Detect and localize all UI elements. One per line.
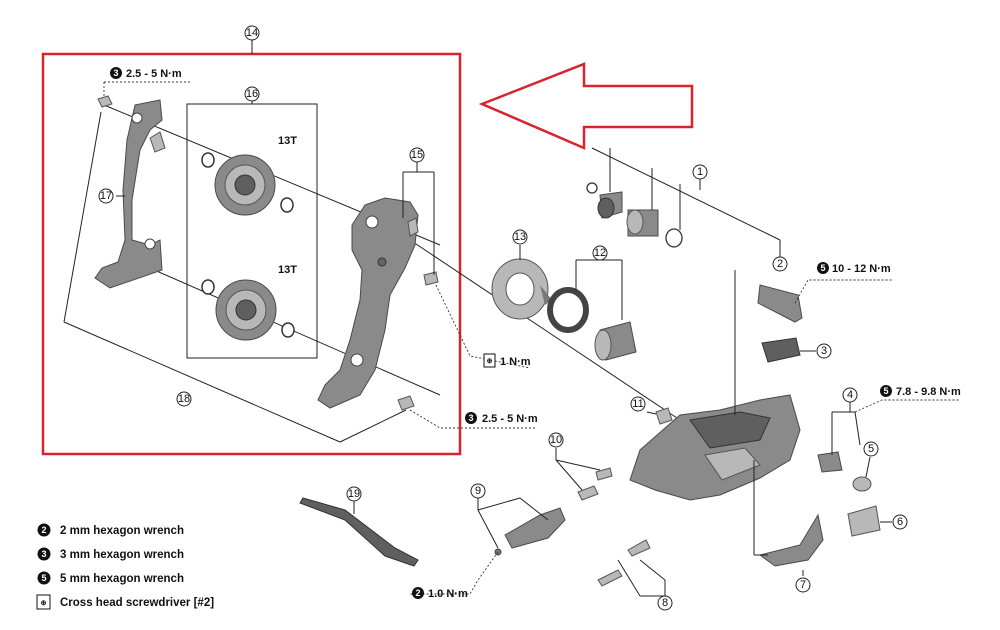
callout-14 bbox=[244, 25, 260, 41]
callout-11-text: 11 bbox=[632, 398, 643, 410]
torque-top-bolt-value: 2.5 - 5 N·m bbox=[126, 68, 182, 80]
torque-guide-tool: 2 bbox=[415, 588, 420, 598]
torque-bottom-bolt-tool: 3 bbox=[468, 413, 473, 423]
part-6 bbox=[847, 505, 881, 537]
callout-3 bbox=[816, 343, 832, 359]
torque-axle-bolt: 5 10 - 12 N·m bbox=[817, 262, 891, 275]
part-2 bbox=[757, 284, 803, 323]
callout-16 bbox=[244, 86, 260, 102]
legend-3-tool: ⊕ bbox=[41, 600, 47, 607]
callout-13-text: 13 bbox=[514, 231, 526, 243]
legend-3-text: Cross head screwdriver [#2] bbox=[60, 597, 214, 609]
callout-19-text: 19 bbox=[348, 488, 360, 500]
torque-adjust-tool: 5 bbox=[883, 386, 888, 396]
callouts bbox=[98, 25, 908, 611]
callout-4-text: 4 bbox=[847, 389, 853, 401]
callout-5-text: 5 bbox=[868, 443, 874, 455]
torque-adjust: 5 7.8 - 9.8 N·m bbox=[880, 385, 961, 398]
part-7 bbox=[758, 513, 824, 567]
part-9 bbox=[504, 507, 566, 549]
outer-cage-plate bbox=[94, 99, 163, 289]
callout-numbers: 14 16 17 18 15 13 12 1 2 3 4 5 6 7 8 9 1… bbox=[100, 27, 903, 609]
callout-6-text: 6 bbox=[897, 516, 903, 528]
torque-bottom-bolt-value: 2.5 - 5 N·m bbox=[482, 413, 538, 425]
callout-18 bbox=[176, 391, 192, 407]
part-5 bbox=[852, 476, 872, 492]
callout-11 bbox=[630, 396, 646, 412]
torque-guide: 2 1.0 N·m bbox=[412, 587, 468, 600]
callout-4 bbox=[842, 387, 858, 403]
part-19 bbox=[299, 497, 419, 567]
torque-axle-bolt-value: 10 - 12 N·m bbox=[832, 263, 891, 275]
callout-3-text: 3 bbox=[821, 345, 827, 357]
callout-12-text: 12 bbox=[594, 247, 606, 259]
torque-adjust-value: 7.8 - 9.8 N·m bbox=[896, 386, 961, 398]
callout-5 bbox=[863, 441, 879, 457]
torque-guide-value: 1.0 N·m bbox=[428, 588, 468, 600]
part-3 bbox=[761, 337, 801, 363]
callout-8-text: 8 bbox=[662, 597, 668, 609]
callout-13 bbox=[512, 229, 528, 245]
lower-pulley-teeth-label: 13T bbox=[278, 264, 297, 276]
callout-19 bbox=[346, 486, 362, 502]
part-12 bbox=[547, 287, 637, 361]
legend-0-tool: 2 bbox=[41, 525, 46, 535]
torque-top-bolt: 3 2.5 - 5 N·m bbox=[103, 67, 190, 96]
tool-legend: 2 2 mm hexagon wrench 3 3 mm hexagon wre… bbox=[36, 523, 214, 610]
part-1 bbox=[586, 182, 683, 248]
callout-1 bbox=[692, 164, 708, 180]
callout-14-text: 14 bbox=[246, 27, 258, 39]
callout-6 bbox=[892, 514, 908, 530]
torque-stopper: ⊕ 1 N·m bbox=[483, 353, 531, 368]
callout-17 bbox=[98, 188, 114, 204]
callout-16-text: 16 bbox=[246, 88, 258, 100]
torque-bottom-bolt: 3 2.5 - 5 N·m bbox=[465, 412, 538, 425]
part-10 bbox=[577, 467, 613, 501]
callout-10-text: 10 bbox=[550, 434, 562, 446]
callout-10 bbox=[548, 432, 564, 448]
torque-stopper-value: 1 N·m bbox=[500, 356, 531, 368]
part-11 bbox=[655, 407, 673, 425]
callout-7 bbox=[795, 577, 811, 593]
part-4 bbox=[817, 451, 843, 473]
upper-pulley-teeth-label: 13T bbox=[278, 135, 297, 147]
legend-0-text: 2 mm hexagon wrench bbox=[60, 525, 184, 537]
callout-9-text: 9 bbox=[475, 485, 481, 497]
torque-axle-bolt-tool: 5 bbox=[820, 263, 825, 273]
part-13 bbox=[491, 258, 552, 320]
legend-1-text: 3 mm hexagon wrench bbox=[60, 549, 184, 561]
inner-cage-plate bbox=[317, 197, 419, 409]
callout-15-text: 15 bbox=[411, 149, 423, 161]
legend-2-text: 5 mm hexagon wrench bbox=[60, 573, 184, 585]
callout-1-text: 1 bbox=[697, 166, 703, 178]
callout-18-text: 18 bbox=[178, 393, 190, 405]
callout-15 bbox=[409, 147, 425, 163]
lower-pulley bbox=[215, 279, 277, 341]
callout-2-text: 2 bbox=[777, 258, 783, 270]
callout-7-text: 7 bbox=[800, 579, 806, 591]
legend-2-tool: 5 bbox=[41, 573, 46, 583]
callout-9 bbox=[470, 483, 486, 499]
torque-stopper-tool: ⊕ bbox=[487, 358, 493, 365]
legend-1-tool: 3 bbox=[41, 549, 46, 559]
upper-pulley bbox=[214, 154, 276, 216]
torque-top-bolt-tool: 3 bbox=[113, 68, 118, 78]
highlight-arrow bbox=[478, 62, 694, 150]
callout-17-text: 17 bbox=[100, 190, 112, 202]
part-8 bbox=[597, 539, 651, 587]
derailleur-body bbox=[629, 394, 801, 501]
callout-2 bbox=[772, 256, 788, 272]
callout-8 bbox=[657, 595, 673, 611]
callout-12 bbox=[592, 245, 608, 261]
